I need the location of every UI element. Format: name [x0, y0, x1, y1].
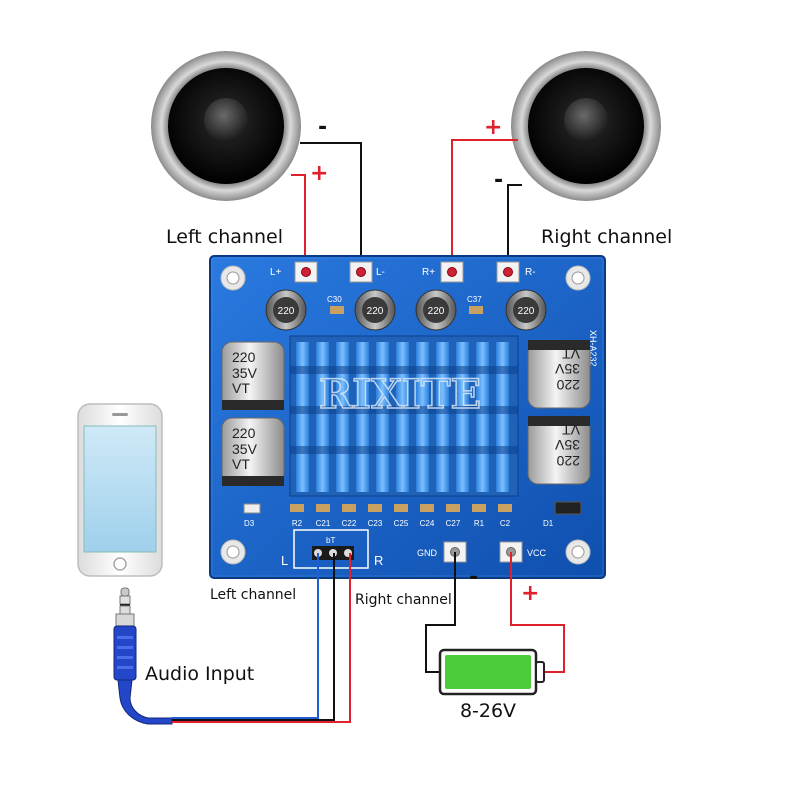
cap-value: 220: [556, 377, 580, 393]
silk-r-plus: R+: [422, 267, 435, 278]
audio-left-wire: [172, 553, 319, 719]
silk-c30: C30: [327, 295, 342, 304]
left-plus-sign: +: [310, 161, 328, 186]
audio-ground-wire: [172, 553, 335, 721]
capacitor-bottom-right: 220 35V VT: [527, 416, 591, 485]
silk-input-bt: bT: [326, 536, 335, 545]
silk-r2: R2: [292, 519, 303, 528]
cap-value: 220: [232, 425, 256, 441]
right-minus-sign: -: [494, 168, 503, 193]
battery-icon: [438, 648, 545, 696]
silk-input-l: L: [281, 553, 288, 568]
left-minus-sign: -: [318, 115, 327, 140]
cap-value: 220: [556, 453, 580, 469]
silk-d1: D1: [543, 519, 554, 528]
silk-c22: C22: [342, 519, 357, 528]
silk-c24: C24: [420, 519, 435, 528]
terminal-l-plus: [294, 261, 318, 283]
left-minus-wire: [300, 142, 362, 272]
audio-input-label: Audio Input: [145, 663, 254, 685]
mounting-hole-icon: [565, 265, 591, 291]
right-speaker-label: Right channel: [541, 226, 672, 248]
silk-r1: R1: [474, 519, 485, 528]
right-plus-wire: [451, 139, 518, 272]
inductor-1: 220: [265, 289, 307, 331]
mounting-hole-icon: [565, 539, 591, 565]
capacitor-top-left: 220 35V VT: [221, 341, 285, 410]
cap-voltage: 35V: [554, 437, 580, 453]
cap-value: 220: [232, 349, 256, 365]
right-speaker-icon: [511, 51, 661, 201]
silk-l-plus: L+: [270, 267, 282, 278]
heatsink: [289, 335, 519, 497]
silk-c25: C25: [394, 519, 409, 528]
silk-c23: C23: [368, 519, 383, 528]
cap-voltage: 35V: [232, 365, 258, 381]
audio-right-wire: [172, 553, 351, 723]
left-speaker-icon: [151, 51, 301, 201]
battery-voltage-label: 8-26V: [460, 700, 516, 722]
inductor-value: 220: [518, 306, 535, 317]
right-minus-wire: [507, 184, 522, 272]
silk-c21: C21: [316, 519, 331, 528]
terminal-r-plus: [440, 261, 464, 283]
silk-c2: C2: [500, 519, 511, 528]
silk-c37: C37: [467, 295, 482, 304]
inductor-2: 220: [354, 289, 396, 331]
cap-voltage: 35V: [232, 441, 258, 457]
audio-jack-icon: [113, 587, 173, 725]
capacitor-bottom-left: 220 35V VT: [221, 417, 285, 486]
terminal-l-minus: [349, 261, 373, 283]
cap-voltage: 35V: [554, 361, 580, 377]
cap-series: VT: [232, 456, 250, 472]
bottom-row-labels: R2 C21 C22 C23 C25 C24 C27 R1 C2: [292, 519, 511, 528]
silk-vcc: VCC: [527, 548, 547, 558]
watermark-text: RIXITE: [319, 371, 481, 418]
cap-series: VT: [232, 380, 250, 396]
power-plus-wire: [510, 552, 565, 673]
left-speaker-label: Left channel: [166, 226, 283, 248]
silk-r-minus: R-: [525, 267, 536, 278]
silk-d3: D3: [244, 519, 255, 528]
inductor-4: 220: [505, 289, 547, 331]
silk-l-minus: L-: [376, 267, 385, 278]
cap-series: VT: [562, 422, 580, 438]
mounting-hole-icon: [220, 265, 246, 291]
inductor-value: 220: [367, 306, 384, 317]
amplifier-board: L+ L- R+ R- C30 C37 220 220 220 220: [209, 255, 606, 579]
right-plus-sign: +: [484, 115, 502, 140]
silk-c27: C27: [446, 519, 461, 528]
left-plus-wire: [291, 174, 306, 272]
power-plus-sign: +: [521, 581, 539, 606]
cap-series: VT: [562, 346, 580, 362]
mounting-hole-icon: [220, 539, 246, 565]
inductor-value: 220: [428, 306, 445, 317]
power-minus-sign: -: [469, 565, 478, 590]
audio-left-label: Left channel: [210, 587, 296, 603]
audio-right-label: Right channel: [355, 592, 452, 608]
smd-row: [290, 504, 512, 512]
capacitor-top-right: 220 35V VT: [527, 340, 591, 409]
inductor-3: 220: [415, 289, 457, 331]
silk-input-r: R: [374, 553, 383, 568]
inductor-value: 220: [278, 306, 295, 317]
silk-model: XH-A232: [588, 330, 598, 367]
terminal-r-minus: [496, 261, 520, 283]
phone-icon: [77, 403, 163, 577]
silk-gnd: GND: [417, 548, 438, 558]
power-minus-wire: [425, 552, 456, 673]
